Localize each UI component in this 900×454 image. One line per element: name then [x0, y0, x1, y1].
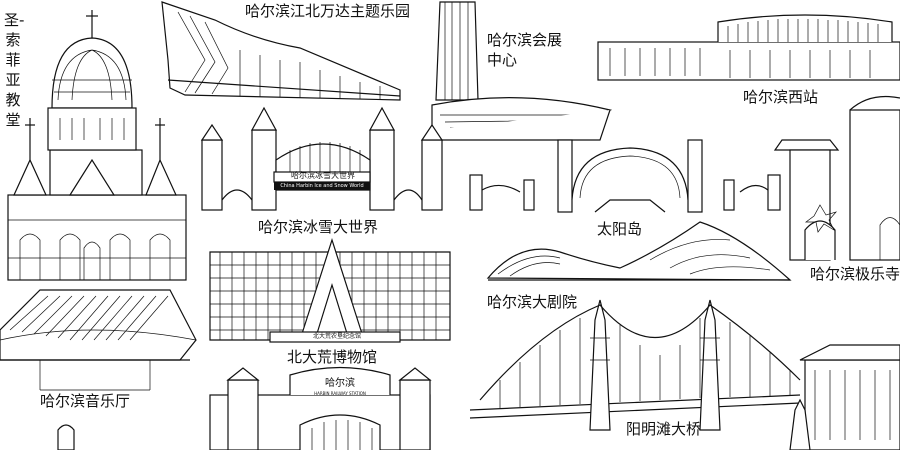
station-sign: 哈尔滨: [325, 378, 355, 389]
sofia-cathedral-drawing: [7, 10, 187, 281]
sofia-label: 圣-索菲亚教堂: [4, 11, 25, 129]
jile-temple-drawing: [773, 95, 900, 261]
museum-drawing: [209, 238, 451, 343]
ice-snow-sign-cn: 哈尔滨冰雪大世界: [291, 171, 355, 180]
opera-label: 哈尔滨大剧院: [487, 293, 578, 311]
wanda-label: 哈尔滨江北万达主题乐园: [245, 2, 411, 20]
museum-sign: 北大荒农垦纪念馆: [312, 333, 361, 340]
west-station-drawing: [597, 14, 900, 81]
bridge-label: 阳明滩大桥: [626, 420, 702, 438]
museum-label: 北大荒博物馆: [287, 348, 378, 366]
bridge-drawing: [469, 299, 801, 431]
expo-center-drawing: [431, 1, 613, 141]
opera-house-drawing: [486, 221, 792, 281]
corner-building-drawing: [789, 344, 900, 451]
ice-snow-world-drawing: [200, 106, 444, 211]
sun-island-drawing: [469, 139, 781, 213]
railway-station-drawing: [209, 366, 432, 451]
wanda-park-drawing: [161, 1, 401, 101]
expo-label: 哈尔滨会展中心: [487, 31, 563, 69]
ice-snow-label: 哈尔滨冰雪大世界: [258, 218, 379, 236]
small-tower-drawing: [57, 424, 75, 451]
west-station-label: 哈尔滨西站: [743, 88, 819, 106]
concert-hall-drawing: [0, 289, 197, 391]
station-sign-en: HARBIN RAILWAY STATION: [314, 391, 366, 396]
ice-snow-sign-en: China Harbin Ice and Snow World: [280, 183, 364, 189]
jile-label: 哈尔滨极乐寺: [810, 265, 900, 283]
concert-label: 哈尔滨音乐厅: [40, 392, 131, 410]
sun-island-label: 太阳岛: [597, 220, 643, 238]
